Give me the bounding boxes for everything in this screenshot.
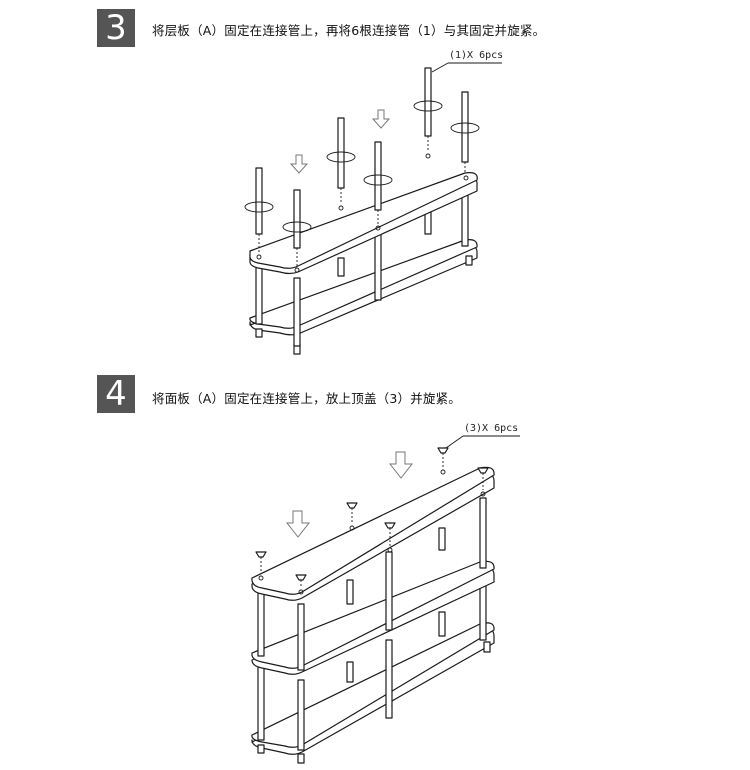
step-4-middle-shelf [251, 560, 495, 675]
top-cap-icon [255, 551, 267, 574]
step-4-callout: (3)X 6pcs [464, 423, 519, 434]
top-cap-icon [477, 467, 489, 490]
tube-with-rotation [450, 91, 480, 174]
tube [293, 277, 301, 347]
top-cap-icon [295, 574, 307, 588]
step-4-instruction: 将面板（A）固定在连接管上，放上顶盖（3）并旋紧。 [152, 391, 462, 406]
tube-with-rotation [363, 141, 393, 224]
tube-with-rotation [326, 117, 356, 204]
down-arrow-icon [289, 154, 309, 174]
foot [465, 255, 473, 266]
tube-with-rotation [413, 67, 443, 152]
step-3-callout: (1)X 6pcs [449, 50, 504, 61]
step-4-bottom-shelf [251, 622, 495, 755]
tube [337, 257, 345, 277]
top-cap-icon [437, 447, 449, 468]
down-arrow-icon [371, 109, 391, 129]
tube-with-rotation [282, 189, 312, 266]
step-4-badge: 4 [97, 375, 135, 413]
step-3-bottom-shelf [249, 239, 478, 336]
down-arrow-icon [285, 510, 311, 538]
step-4-top-panel [251, 466, 495, 601]
top-cap-icon [384, 522, 396, 546]
foot [255, 328, 263, 338]
tube-with-rotation [244, 167, 274, 252]
top-cap-icon [346, 502, 358, 524]
step-3-top-shelf [249, 153, 478, 275]
step-3-instruction: 将层板（A）固定在连接管上，再将6根连接管（1）与其固定并旋紧。 [152, 23, 546, 38]
step-3-badge: 3 [97, 9, 135, 47]
down-arrow-icon [388, 451, 414, 479]
